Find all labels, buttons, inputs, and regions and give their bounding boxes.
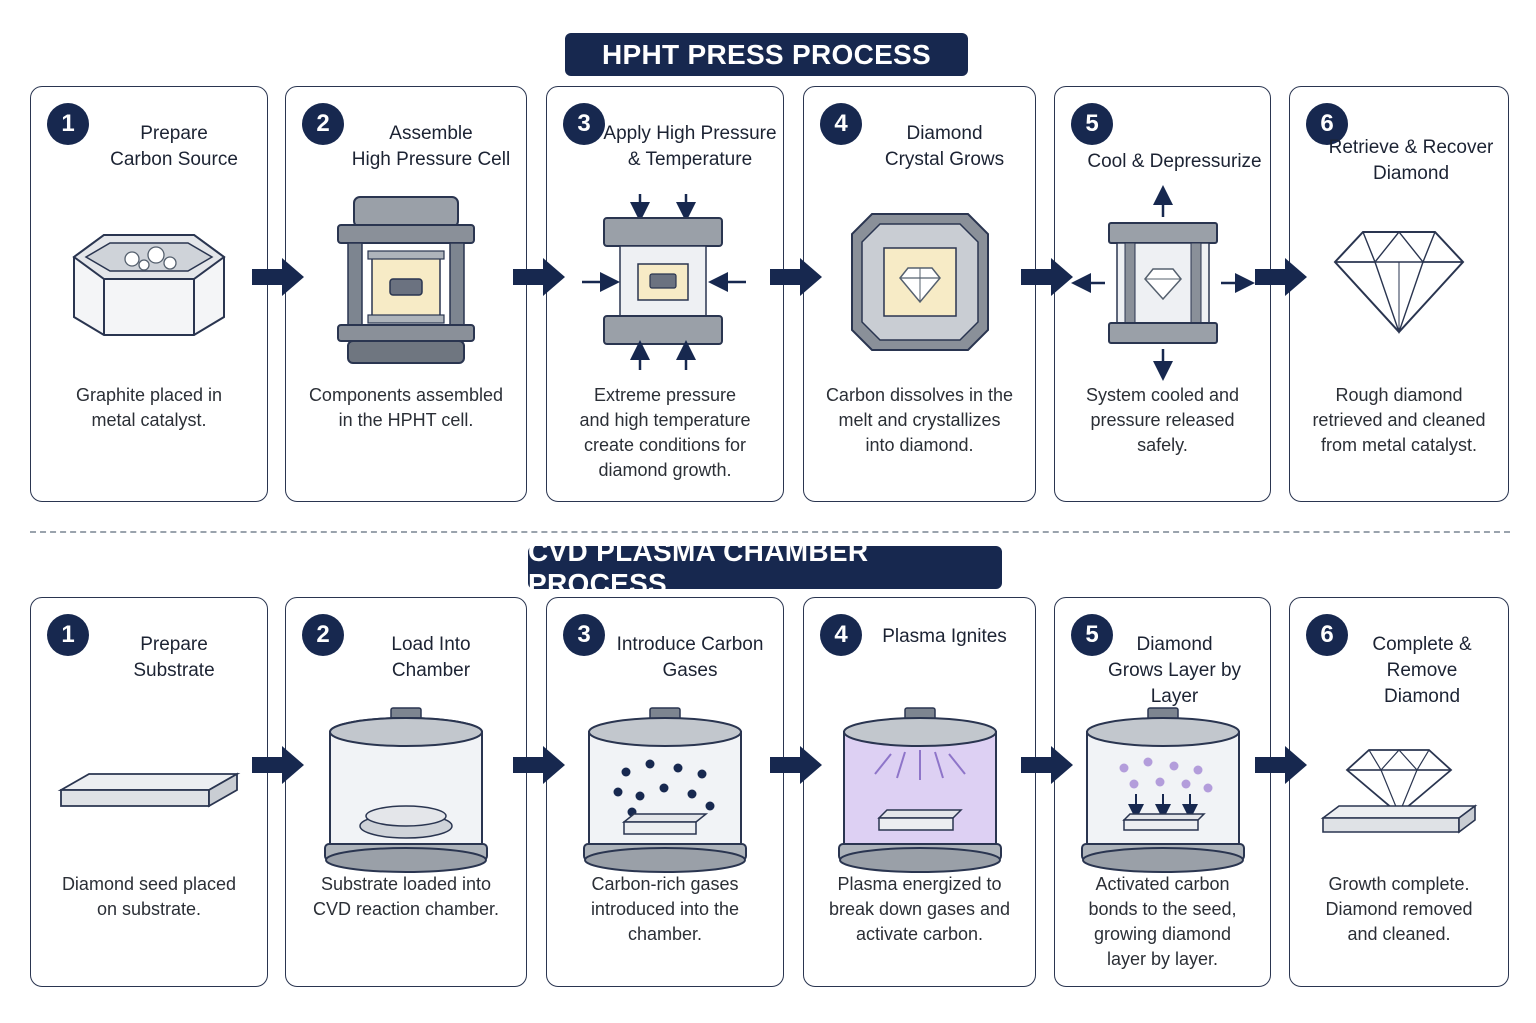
flow-arrow-icon	[770, 746, 822, 784]
cvd-step-1: 1 Prepare Substrate Diamond seed placed …	[30, 597, 268, 987]
press-apply-icon	[557, 187, 773, 377]
chamber-growth-icon	[1065, 698, 1260, 888]
diamond-on-substrate-icon	[1300, 698, 1498, 888]
cvd-step-5: 5 Diamond Grows Layer by Layer Activated…	[1054, 597, 1271, 987]
step-title: Prepare Carbon Source	[110, 123, 238, 170]
step-description: Plasma energized to break down gases and…	[828, 874, 1011, 944]
step-title: Diamond Crystal Grows	[884, 123, 1005, 170]
step-number-badge: 6	[1306, 614, 1348, 656]
step-description: Growth complete. Diamond removed and cle…	[1325, 874, 1473, 944]
cvd-step-4: 4 Plasma Ignites Plasma energized to bre…	[803, 597, 1036, 987]
step-description: Extreme pressure and high temperature cr…	[579, 385, 751, 480]
diamond-icon	[1300, 187, 1498, 377]
step-title: Plasma Ignites	[882, 626, 1007, 647]
hpht-step-2: 2 Assemble High Pressure Cell Components…	[285, 86, 527, 502]
hpht-step-3: 3 Apply High Pressure & Temperature Extr…	[546, 86, 784, 502]
hpht-step-5: 5 Cool & Depressurize System cooled and …	[1054, 86, 1271, 502]
step-title: Retrieve & Recover Diamond	[1328, 137, 1494, 184]
step-number-badge: 3	[563, 103, 605, 145]
step-title: Assemble High Pressure Cell	[351, 123, 511, 170]
step-number-badge: 2	[302, 103, 344, 145]
pressure-cell-icon	[296, 187, 516, 377]
flow-arrow-icon	[1255, 746, 1307, 784]
step-number-badge: 3	[563, 614, 605, 656]
crystal-growth-icon	[814, 187, 1025, 377]
step-title: Diamond Grows Layer by Layer	[1107, 634, 1242, 707]
flow-arrow-icon	[770, 258, 822, 296]
chamber-plasma-icon	[814, 698, 1025, 888]
step-number-badge: 5	[1071, 103, 1113, 145]
flow-arrow-icon	[513, 258, 565, 296]
hpht-step-6: 6 Retrieve & Recover Diamond Rough diamo…	[1289, 86, 1509, 502]
chamber-load-icon	[296, 698, 516, 888]
cvd-step-2: 2 Load Into Chamber Substrate loaded int…	[285, 597, 527, 987]
crucible-icon	[41, 187, 257, 377]
step-description: Rough diamond retrieved and cleaned from…	[1312, 385, 1486, 455]
step-title: Introduce Carbon Gases	[616, 634, 764, 681]
substrate-icon	[41, 698, 257, 888]
step-number-badge: 6	[1306, 103, 1348, 145]
step-description: Activated carbon bonds to the seed, grow…	[1088, 874, 1237, 969]
step-description: Graphite placed in metal catalyst.	[75, 385, 223, 430]
flow-arrow-icon	[252, 746, 304, 784]
step-number-badge: 2	[302, 614, 344, 656]
section-divider	[30, 531, 1510, 533]
step-number-badge: 5	[1071, 614, 1113, 656]
step-description: Carbon dissolves in the melt and crystal…	[825, 385, 1014, 455]
step-description: Diamond seed placed on substrate.	[61, 874, 237, 919]
flow-arrow-icon	[1255, 258, 1307, 296]
flow-arrow-icon	[1021, 746, 1073, 784]
flow-arrow-icon	[252, 258, 304, 296]
flow-arrow-icon	[1021, 258, 1073, 296]
cvd-step-6: 6 Complete & Remove Diamond Growth compl…	[1289, 597, 1509, 987]
step-number-badge: 4	[820, 103, 862, 145]
depressurize-icon	[1065, 185, 1260, 381]
hpht-step-4: 4 Diamond Crystal Grows Carbon dissolves…	[803, 86, 1036, 502]
cvd-section-title: CVD PLASMA CHAMBER PROCESS	[528, 536, 1002, 599]
hpht-section-title: HPHT PRESS PROCESS	[565, 33, 968, 76]
flow-arrow-icon	[513, 746, 565, 784]
step-title: Apply High Pressure & Temperature	[603, 123, 777, 170]
step-title: Load Into Chamber	[391, 634, 471, 681]
step-number-badge: 1	[47, 103, 89, 145]
step-number-badge: 4	[820, 614, 862, 656]
step-description: System cooled and pressure released safe…	[1085, 385, 1240, 455]
step-number-badge: 1	[47, 614, 89, 656]
step-description: Components assembled in the HPHT cell.	[308, 385, 504, 430]
hpht-step-1: 1 Prepare Carbon Source Graphite placed …	[30, 86, 268, 502]
step-description: Carbon-rich gases introduced into the ch…	[590, 874, 740, 944]
cvd-step-3: 3 Introduce Carbon Gases Carbon-rich gas…	[546, 597, 784, 987]
step-title: Complete & Remove Diamond	[1372, 634, 1472, 707]
step-description: Substrate loaded into CVD reaction chamb…	[312, 874, 500, 919]
step-title: Prepare Substrate	[133, 634, 215, 681]
chamber-gas-icon	[557, 698, 773, 888]
step-title: Cool & Depressurize	[1087, 151, 1262, 172]
